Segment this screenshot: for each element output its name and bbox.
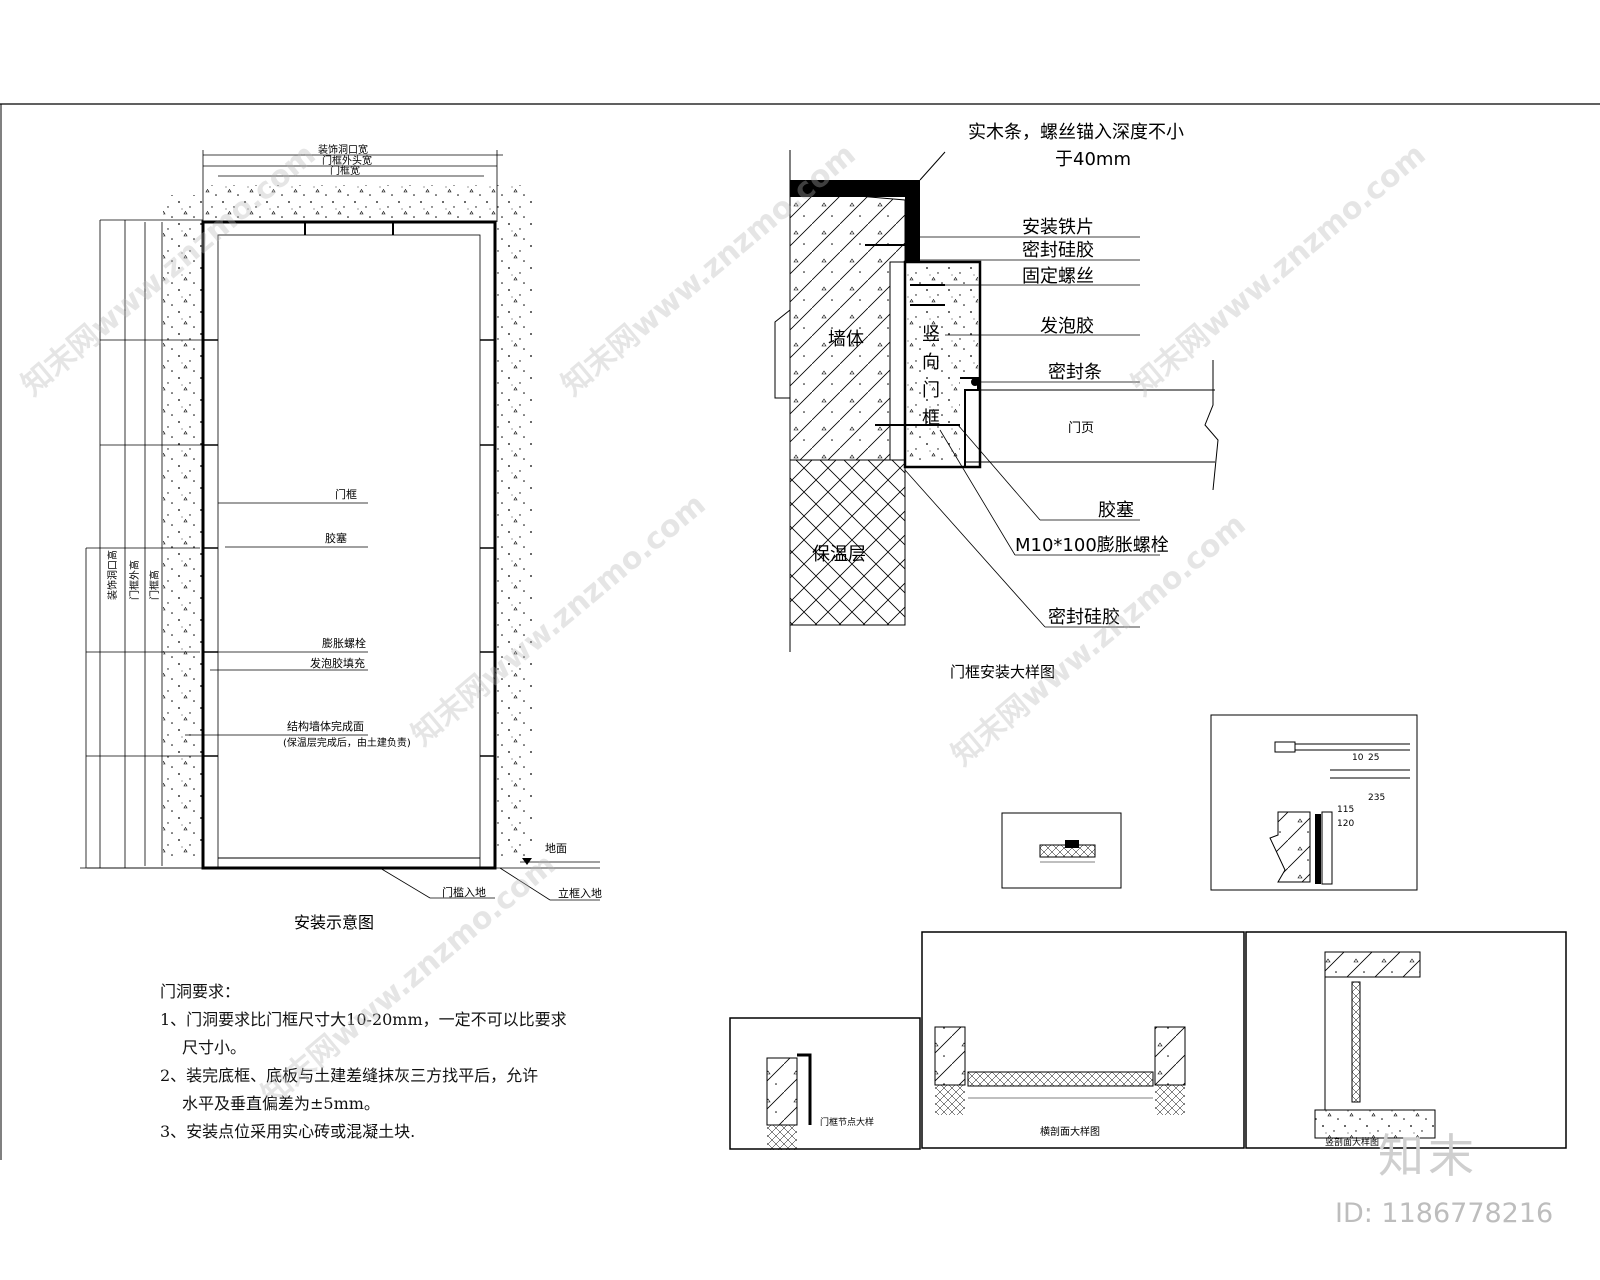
label-silicone-2: 密封硅胶	[1048, 607, 1120, 628]
label-wall-1: 结构墙体完成面	[287, 719, 364, 733]
label-wall-2: (保温层完成后，由土建负责)	[283, 736, 411, 749]
label-bolt: 膨胀螺栓	[322, 636, 366, 650]
notes-heading: 门洞要求：	[160, 982, 241, 1001]
label-foam: 发泡胶填充	[310, 656, 365, 670]
mini-detail-1	[1001, 812, 1122, 889]
bottom-detail-2: 横剖面大样图	[921, 931, 1245, 1149]
dim-120: 120	[1337, 819, 1354, 829]
label-floor: 地面	[545, 842, 567, 855]
label-m10-bolt: M10*100膨胀螺栓	[1015, 535, 1169, 556]
label-frame: 门框	[335, 487, 357, 501]
dim-side-1: 装饰洞口高	[106, 550, 119, 600]
label-frame-v-3: 门	[922, 380, 940, 401]
brand-logo: 知末	[1378, 1129, 1478, 1183]
label-seal-strip: 密封条	[1048, 362, 1102, 383]
frame-detail-title: 门框安装大样图	[950, 663, 1055, 681]
label-insulation: 保温层	[812, 544, 866, 565]
dim-side-3: 门框高	[148, 570, 161, 600]
caption-3: 竖剖面大样图	[1325, 1136, 1379, 1148]
label-frame-v-4: 框	[922, 408, 940, 429]
install-diagram-title: 安装示意图	[294, 913, 374, 932]
label-plug: 胶塞	[325, 531, 347, 545]
note-3: 3、安装点位采用实心砖或混凝土块.	[160, 1122, 416, 1141]
dim-25: 25	[1368, 753, 1379, 763]
label-post: 立框入地	[558, 886, 602, 900]
door-opening-notes: 门洞要求： 1、门洞要求比门框尺寸大10-20mm，一定不可以比要求 尺寸小。 …	[160, 978, 567, 1146]
brand-id: ID: 1186778216	[1335, 1198, 1554, 1229]
dim-top-2: 门框外头宽	[322, 154, 372, 167]
label-foam-glue: 发泡胶	[1040, 316, 1094, 337]
note-2: 2、装完底框、底板与土建差缝抹灰三方找平后，允许	[160, 1066, 539, 1085]
note-1: 1、门洞要求比门框尺寸大10-20mm，一定不可以比要求	[160, 1010, 567, 1029]
frame-detail: 实木条，螺丝锚入深度不小 于40mm 安装铁片 密封硅胶 固定螺丝 发泡胶 密封…	[774, 122, 1219, 681]
note-wood-2: 于40mm	[1055, 149, 1131, 170]
label-plug: 胶塞	[1098, 500, 1134, 521]
label-door-leaf: 门页	[1068, 421, 1094, 436]
dim-10: 10	[1352, 753, 1364, 763]
label-iron: 安装铁片	[1022, 217, 1094, 238]
dim-top-1: 装饰洞口宽	[318, 143, 368, 156]
note-wood-1: 实木条，螺丝锚入深度不小	[968, 122, 1184, 143]
dim-side-2: 门框外高	[128, 560, 141, 600]
label-frame-v-2: 向	[922, 352, 940, 373]
dim-235: 235	[1368, 793, 1385, 803]
install-diagram: 装饰洞口高 门框外高 门框高 装饰洞口宽 门框外头宽 门框宽 门框 胶塞 膨胀螺…	[80, 143, 602, 932]
dim-top-3: 门框宽	[330, 164, 360, 177]
mini-detail-2: 10 25 115 235 120	[1210, 714, 1418, 891]
bottom-detail-1: 门框节点大样	[729, 1017, 921, 1150]
note-1-cont: 尺寸小。	[182, 1038, 247, 1057]
label-silicone: 密封硅胶	[1022, 240, 1094, 261]
label-sill: 门槛入地	[442, 885, 486, 899]
bottom-detail-3: 竖剖面大样图	[1245, 931, 1567, 1149]
label-wall: 墙体	[828, 329, 864, 350]
caption-1: 门框节点大样	[820, 1116, 874, 1128]
label-frame-v-1: 竖	[922, 324, 940, 345]
label-screw: 固定螺丝	[1022, 266, 1094, 287]
dim-115: 115	[1337, 805, 1354, 815]
caption-2: 横剖面大样图	[1040, 1125, 1100, 1138]
note-2-cont: 水平及垂直偏差为±5mm。	[182, 1094, 380, 1113]
